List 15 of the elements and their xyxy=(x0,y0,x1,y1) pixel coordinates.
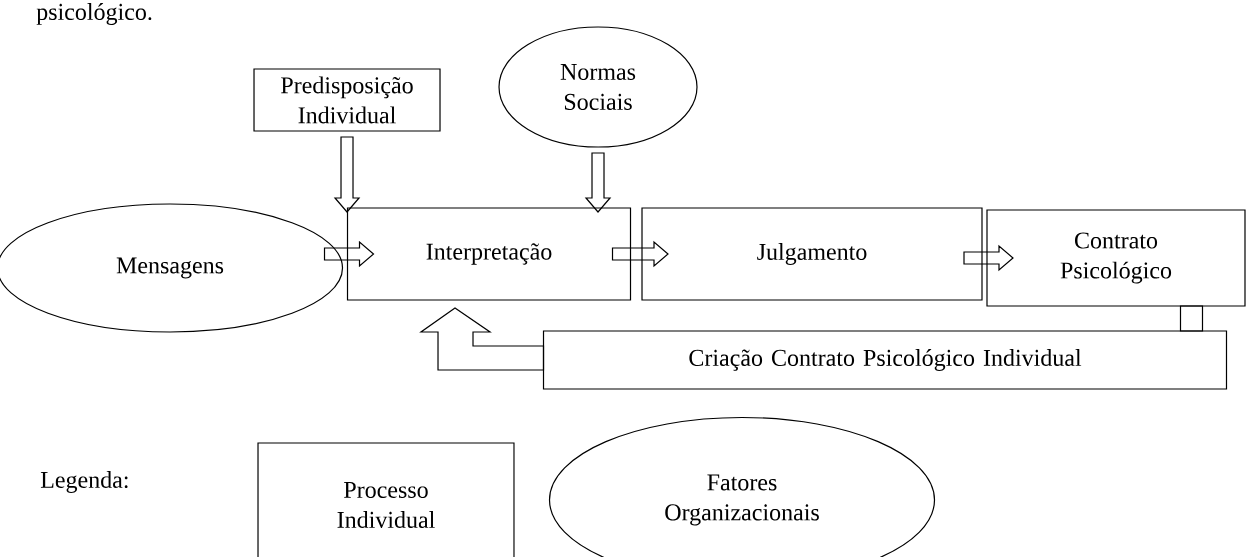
block-arrow xyxy=(584,152,612,213)
process-box: Julgamento xyxy=(641,207,983,301)
process-box: Predisposição Individual xyxy=(253,68,441,132)
block-arrow xyxy=(611,240,669,268)
block-arrow xyxy=(419,307,545,371)
legend-heading: Legenda: xyxy=(40,471,128,493)
process-box: Interpretação xyxy=(346,207,632,301)
truncated-text: psicológico. xyxy=(36,3,152,25)
process-box: Criação Contrato Psicológico Individual xyxy=(542,330,1228,390)
block-arrow xyxy=(333,136,361,213)
process-box: Contrato Psicológico xyxy=(986,209,1246,307)
connector-bar xyxy=(1179,305,1204,332)
process-box: Processo Individual xyxy=(257,442,515,557)
block-arrow xyxy=(963,244,1014,272)
block-arrow xyxy=(323,240,375,268)
